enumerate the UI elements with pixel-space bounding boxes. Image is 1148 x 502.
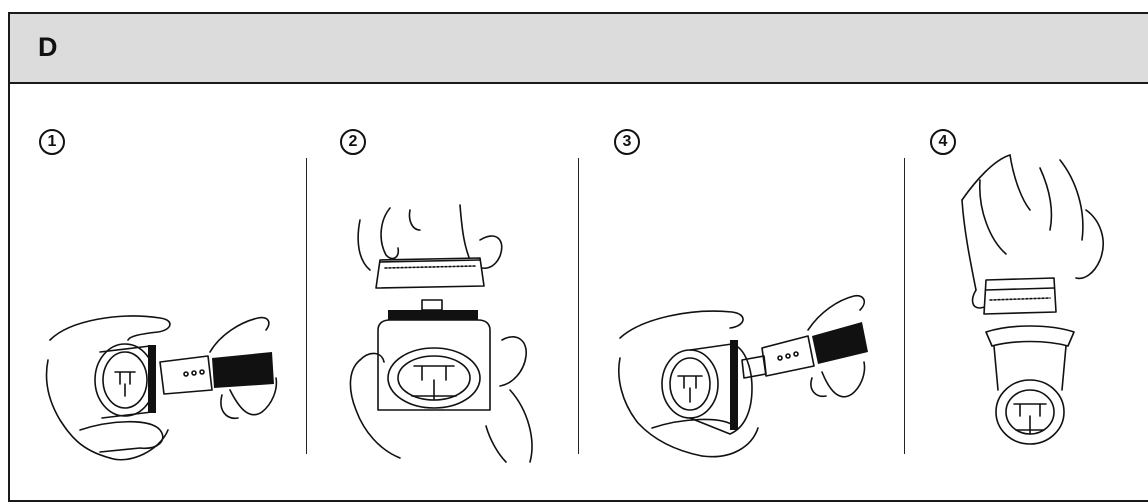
step-number-2: 2 bbox=[340, 129, 366, 155]
step-number-3: 3 bbox=[614, 129, 640, 155]
step-divider-2 bbox=[578, 158, 579, 454]
step-2-illustration bbox=[330, 200, 570, 462]
step-divider-3 bbox=[904, 158, 905, 454]
step-divider-1 bbox=[306, 158, 307, 454]
step-3-illustration bbox=[612, 278, 872, 468]
section-label: D bbox=[38, 34, 58, 61]
step-4-illustration bbox=[950, 150, 1140, 450]
step-1-illustration bbox=[40, 300, 290, 470]
section-header: D bbox=[10, 14, 1148, 84]
step-number-1: 1 bbox=[39, 129, 65, 155]
